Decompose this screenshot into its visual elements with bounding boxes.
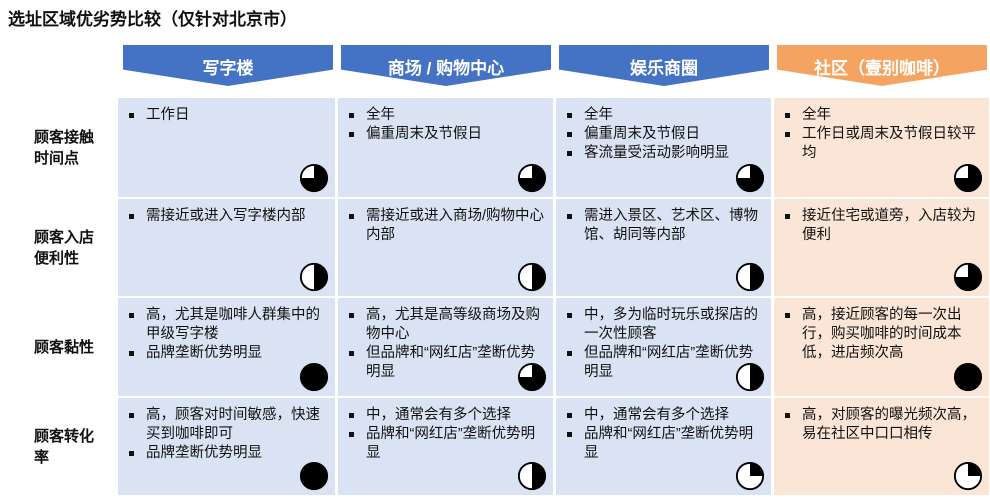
harvey-ball-icon (735, 461, 765, 491)
row-label-4: 顾客转化率 (0, 398, 116, 495)
bullet-item: 高，尤其是高等级商场及购物中心 (344, 306, 547, 344)
harvey-ball-icon (953, 362, 983, 392)
row-label-line: 顾客黏性 (34, 338, 95, 356)
bullet-item: 全年 (344, 106, 547, 125)
row-label-text: 顾客黏性 (34, 337, 94, 358)
bullet-list: 全年偏重周末及节假日客流量受活动影响明显 (562, 106, 765, 163)
bullet-item: 高，对顾客的曝光频次高，易在社区中口口相传 (780, 406, 983, 444)
column-header-4: 社区（壹别咖啡） (777, 45, 987, 86)
bullet-list: 高，接近顾客的每一次出行，购买咖啡的时间成本低，进店频次高 (780, 306, 983, 363)
row-label-line: 顾客接触 (34, 128, 95, 146)
column-header-2: 商场 / 购物中心 (341, 45, 551, 86)
comparison-cell: 全年偏重周末及节假日 (338, 98, 553, 197)
bullet-item: 但品牌和“网红店”垄断优势明显 (344, 344, 547, 382)
bullet-item: 品牌垄断优势明显 (124, 444, 329, 463)
comparison-cell: 中，多为临时玩乐或探店的一次性顾客但品牌和“网红店”垄断优势明显 (556, 298, 771, 396)
bullet-item: 偏重周末及节假日 (562, 125, 765, 144)
bullet-list: 工作日 (124, 106, 329, 125)
bullet-item: 需接近或进入商场/购物中心内部 (344, 207, 547, 245)
comparison-cell: 全年偏重周末及节假日客流量受活动影响明显 (556, 98, 771, 197)
row-label-line: 顾客入店 (34, 228, 95, 246)
row-label-2: 顾客入店便利性 (0, 199, 116, 296)
bullet-list: 高，尤其是咖啡人群集中的甲级写字楼品牌垄断优势明显 (124, 306, 329, 363)
harvey-ball-icon (517, 163, 547, 193)
comparison-cell: 高，对顾客的曝光频次高，易在社区中口口相传 (774, 398, 989, 495)
row-label-text: 顾客接触时间点 (34, 127, 94, 169)
harvey-ball-icon (299, 163, 329, 193)
bullet-item: 接近住宅或道旁，入店较为便利 (780, 207, 983, 245)
bullet-item: 中，通常会有多个选择 (562, 406, 765, 425)
row-label-line: 率 (34, 448, 50, 466)
harvey-ball-icon (299, 461, 329, 491)
bullet-item: 品牌垄断优势明显 (124, 344, 329, 363)
comparison-cell: 中，通常会有多个选择品牌和“网红店”垄断优势明显 (338, 398, 553, 495)
harvey-ball-icon (735, 262, 765, 292)
comparison-cell: 高，尤其是咖啡人群集中的甲级写字楼品牌垄断优势明显 (118, 298, 335, 396)
comparison-cell: 全年工作日或周末及节假日较平均 (774, 98, 989, 197)
bullet-item: 品牌和“网红店”垄断优势明显 (344, 425, 547, 463)
harvey-ball-icon (517, 362, 547, 392)
harvey-ball-icon (517, 461, 547, 491)
harvey-ball-icon (517, 262, 547, 292)
bullet-list: 接近住宅或道旁，入店较为便利 (780, 207, 983, 245)
row-label-line: 便利性 (34, 249, 80, 267)
comparison-cell: 需接近或进入商场/购物中心内部 (338, 199, 553, 296)
bullet-list: 需接近或进入写字楼内部 (124, 207, 329, 226)
bullet-item: 高，接近顾客的每一次出行，购买咖啡的时间成本低，进店频次高 (780, 306, 983, 363)
column-header-1: 写字楼 (123, 45, 333, 86)
bullet-list: 需进入景区、艺术区、博物馆、胡同等内部 (562, 207, 765, 245)
bullet-item: 需接近或进入写字楼内部 (124, 207, 329, 226)
comparison-cell: 需进入景区、艺术区、博物馆、胡同等内部 (556, 199, 771, 296)
bullet-item: 工作日或周末及节假日较平均 (780, 125, 983, 163)
bullet-item: 偏重周末及节假日 (344, 125, 547, 144)
bullet-list: 中，多为临时玩乐或探店的一次性顾客但品牌和“网红店”垄断优势明显 (562, 306, 765, 382)
harvey-ball-icon (953, 461, 983, 491)
comparison-cell: 工作日 (118, 98, 335, 197)
bullet-item: 高，顾客对时间敏感，快速买到咖啡即可 (124, 406, 329, 444)
bullet-item: 中，通常会有多个选择 (344, 406, 547, 425)
bullet-item: 全年 (780, 106, 983, 125)
harvey-ball-icon (299, 262, 329, 292)
row-label-line: 时间点 (34, 149, 80, 167)
bullet-item: 高，尤其是咖啡人群集中的甲级写字楼 (124, 306, 329, 344)
bullet-item: 工作日 (124, 106, 329, 125)
row-label-3: 顾客黏性 (0, 298, 116, 396)
column-header-label: 商场 / 购物中心 (387, 59, 505, 78)
row-label-text: 顾客入店便利性 (34, 227, 94, 269)
harvey-ball-icon (953, 163, 983, 193)
row-label-line: 顾客转化 (34, 427, 95, 445)
bullet-list: 中，通常会有多个选择品牌和“网红店”垄断优势明显 (344, 406, 547, 463)
harvey-ball-icon (735, 362, 765, 392)
bullet-list: 高，对顾客的曝光频次高，易在社区中口口相传 (780, 406, 983, 444)
bullet-item: 全年 (562, 106, 765, 125)
comparison-cell: 高，顾客对时间敏感，快速买到咖啡即可品牌垄断优势明显 (118, 398, 335, 495)
comparison-cell: 中，通常会有多个选择品牌和“网红店”垄断优势明显 (556, 398, 771, 495)
bullet-item: 中，多为临时玩乐或探店的一次性顾客 (562, 306, 765, 344)
page-title: 选址区域优劣势比较（仅针对北京市） (8, 10, 297, 29)
bullet-list: 高，顾客对时间敏感，快速买到咖啡即可品牌垄断优势明显 (124, 406, 329, 463)
column-header-label: 写字楼 (202, 59, 254, 78)
bullet-list: 高，尤其是高等级商场及购物中心但品牌和“网红店”垄断优势明显 (344, 306, 547, 382)
column-header-3: 娱乐商圈 (559, 45, 769, 86)
bullet-item: 需进入景区、艺术区、博物馆、胡同等内部 (562, 207, 765, 245)
bullet-item: 客流量受活动影响明显 (562, 144, 765, 163)
column-header-label: 娱乐商圈 (630, 59, 698, 78)
harvey-ball-icon (953, 262, 983, 292)
row-label-1: 顾客接触时间点 (0, 98, 116, 197)
comparison-cell: 高，尤其是高等级商场及购物中心但品牌和“网红店”垄断优势明显 (338, 298, 553, 396)
comparison-cell: 高，接近顾客的每一次出行，购买咖啡的时间成本低，进店频次高 (774, 298, 989, 396)
bullet-list: 全年偏重周末及节假日 (344, 106, 547, 144)
bullet-list: 中，通常会有多个选择品牌和“网红店”垄断优势明显 (562, 406, 765, 463)
bullet-item: 但品牌和“网红店”垄断优势明显 (562, 344, 765, 382)
column-header-label: 社区（壹别咖啡） (814, 59, 950, 78)
comparison-cell: 需接近或进入写字楼内部 (118, 199, 335, 296)
bullet-list: 需接近或进入商场/购物中心内部 (344, 207, 547, 245)
harvey-ball-icon (735, 163, 765, 193)
harvey-ball-icon (299, 362, 329, 392)
bullet-item: 品牌和“网红店”垄断优势明显 (562, 425, 765, 463)
comparison-cell: 接近住宅或道旁，入店较为便利 (774, 199, 989, 296)
row-label-text: 顾客转化率 (34, 426, 94, 468)
bullet-list: 全年工作日或周末及节假日较平均 (780, 106, 983, 163)
